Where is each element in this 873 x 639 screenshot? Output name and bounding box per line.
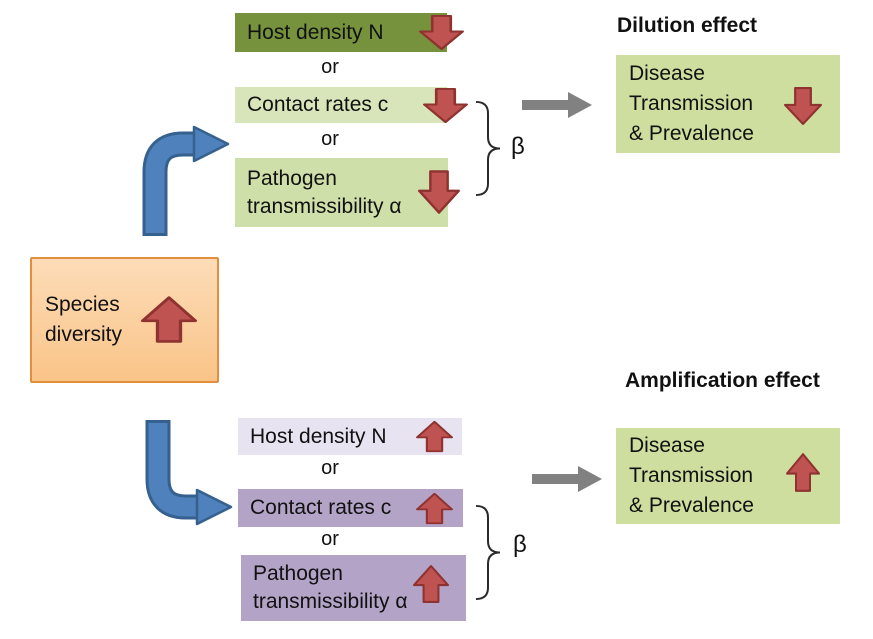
amplification-effect-title: Amplification effect [625,369,820,392]
contact-rates-label: Contact rates c [247,93,389,116]
disease-outcome-box-dilution: Disease Transmission & Prevalence [616,55,840,153]
host-density-label: Host density N [250,424,387,448]
or-label: or [321,56,339,78]
disease-outcome-label: Disease Transmission & Prevalence [629,62,754,145]
dilution-effect-title: Dilution effect [617,14,757,37]
contact-rates-box-dilution: Contact rates c [235,87,447,123]
arrow-down-icon [418,169,460,215]
arrow-up-icon [413,564,449,604]
pathogen-transmissibility-label: Pathogen transmissibility α [247,166,402,218]
or-label: or [321,457,339,479]
beta-brace [475,101,501,196]
pathogen-transmissibility-box-amplification: Pathogen transmissibility α [241,555,466,621]
curved-arrow-down-right-icon [145,420,233,526]
host-density-box-amplification: Host density N [238,418,462,455]
species-diversity-label: Species diversity [45,293,123,346]
disease-outcome-label: Disease Transmission & Prevalence [629,434,754,517]
or-label: or [321,528,339,550]
pathogen-transmissibility-label: Pathogen transmissibility α [253,562,408,613]
arrow-down-icon [784,86,822,126]
host-density-box-dilution: Host density N [235,13,447,52]
arrow-down-icon [423,87,468,124]
or-label: or [321,128,339,150]
curved-arrow-up-right-icon [142,125,230,236]
pathogen-transmissibility-box-dilution: Pathogen transmissibility α [235,158,448,227]
arrow-down-icon [419,14,464,51]
right-arrow-icon [532,466,602,492]
species-diversity-box: Species diversity [30,257,219,383]
disease-outcome-box-amplification: Disease Transmission & Prevalence [616,428,840,524]
arrow-up-icon [141,295,197,344]
contact-rates-label: Contact rates c [250,496,392,519]
arrow-up-icon [416,420,453,453]
host-density-label: Host density N [247,20,384,44]
contact-rates-box-amplification: Contact rates c [238,489,463,527]
arrow-up-icon [786,452,820,493]
right-arrow-icon [522,92,592,118]
beta-brace [475,505,501,600]
beta-symbol: β [511,133,525,160]
beta-symbol: β [513,531,527,558]
arrow-up-icon [416,492,453,525]
